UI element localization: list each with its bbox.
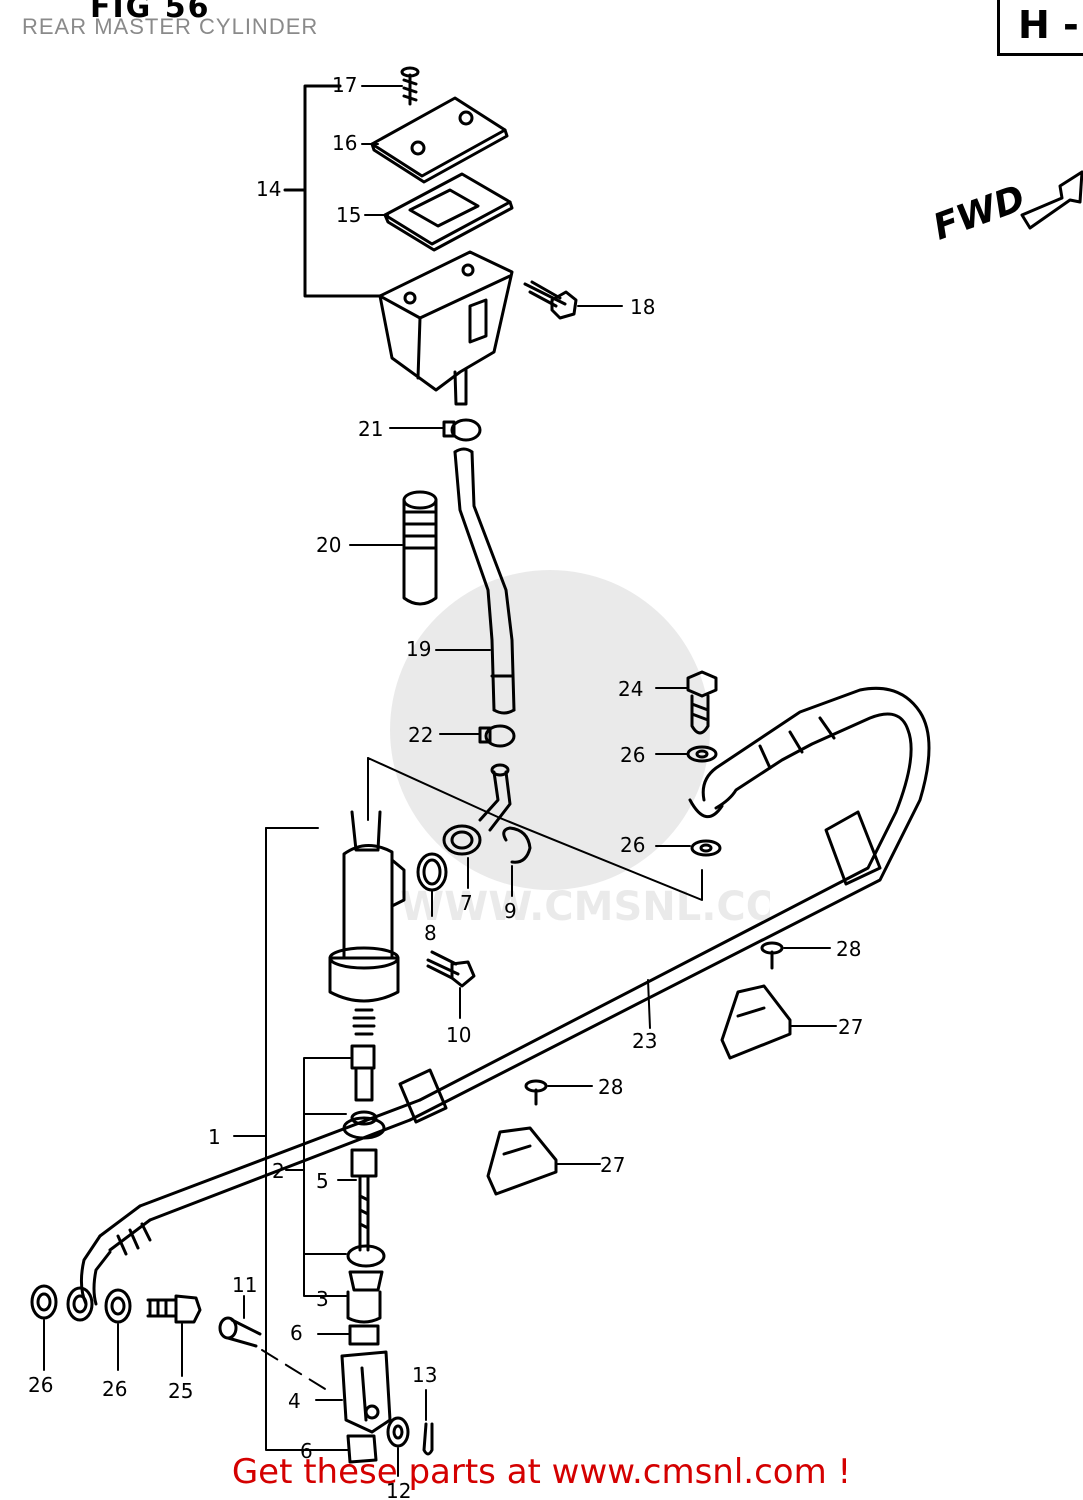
watermark-text: WWW.CMSNL.COM — [400, 884, 770, 930]
part-label-8: 8 — [424, 921, 437, 945]
part-label-3: 3 — [316, 1287, 329, 1311]
section-code-badge: H - — [997, 0, 1083, 56]
part-label-21: 21 — [358, 417, 383, 441]
reservoir-body-14 — [378, 250, 514, 406]
part-label-11: 11 — [232, 1273, 257, 1297]
cotter-pin-13 — [422, 1389, 434, 1456]
hose-clamp-27-upper — [720, 984, 837, 1060]
hose-clamp-21 — [389, 418, 482, 442]
washer-12 — [386, 1416, 410, 1477]
part-label-26-a: 26 — [620, 743, 645, 767]
part-label-16: 16 — [332, 131, 357, 155]
lock-nut-6-upper — [317, 1324, 380, 1346]
lock-nut-6-lower — [317, 1434, 378, 1464]
part-label-7: 7 — [460, 891, 473, 915]
part-number-labels: 17 16 14 15 18 21 20 19 24 22 26 26 7 8 … — [28, 73, 863, 1500]
washer-26-lower-right — [104, 1288, 132, 1371]
part-label-26-c: 26 — [28, 1373, 53, 1397]
screw-17 — [361, 66, 420, 106]
hose-clamp-27-lower — [486, 1126, 601, 1196]
part-label-5: 5 — [316, 1169, 329, 1193]
part-label-19: 19 — [406, 637, 431, 661]
part-label-2: 2 — [272, 1159, 285, 1183]
bolt-18 — [523, 280, 623, 320]
washer-26-mid — [655, 839, 722, 857]
washer-26-upper — [655, 745, 718, 763]
part-label-27-b: 27 — [600, 1153, 625, 1177]
push-rod-5 — [337, 1148, 378, 1252]
part-label-6-b: 6 — [300, 1439, 313, 1463]
watermark: WWW.CMSNL.COM — [330, 560, 820, 984]
part-label-28-a: 28 — [836, 937, 861, 961]
part-label-27-a: 27 — [838, 1015, 863, 1039]
footer-link[interactable]: Get these parts at www.cmsnl.com ! — [231, 1452, 852, 1492]
part-label-10: 10 — [446, 1023, 471, 1047]
part-label-23: 23 — [632, 1029, 657, 1053]
circlip-3 — [329, 1244, 386, 1324]
bracket-group-1 — [265, 827, 321, 1451]
reservoir-hose-19 — [435, 447, 516, 715]
part-label-1: 1 — [208, 1125, 221, 1149]
banjo-fitting — [66, 1286, 94, 1322]
hose-fitting-7 — [442, 763, 512, 889]
hose-clamp-22 — [439, 724, 516, 748]
cms-logo: WWW.CMSNL.COM — [390, 570, 820, 930]
union-bolt-24 — [655, 670, 718, 735]
part-label-25: 25 — [168, 1379, 193, 1403]
o-ring-8 — [416, 852, 448, 917]
part-label-14: 14 — [256, 177, 281, 201]
figure-number: FIG 56 — [90, 0, 211, 25]
part-label-26-d: 26 — [102, 1377, 127, 1401]
circlip-9 — [502, 826, 532, 897]
diaphragm-plate-15 — [364, 172, 514, 252]
fwd-arrow-icon — [1020, 170, 1083, 230]
union-bolt-25 — [146, 1294, 202, 1377]
brake-hose-23 — [79, 686, 931, 1306]
part-label-24: 24 — [618, 677, 643, 701]
part-label-26-b: 26 — [620, 833, 645, 857]
part-label-6-a: 6 — [290, 1321, 303, 1345]
bracket-group-2 — [303, 1057, 351, 1297]
screw-28-upper — [760, 941, 831, 970]
part-label-22: 22 — [408, 723, 433, 747]
piston-spring — [350, 1008, 376, 1102]
part-label-12: 12 — [386, 1479, 411, 1500]
bracket-group-14 — [303, 84, 382, 298]
page-title: REAR MASTER CYLINDER — [22, 14, 319, 39]
part-label-15: 15 — [336, 203, 361, 227]
master-cylinder-body — [265, 810, 406, 1003]
part-label-4: 4 — [288, 1389, 301, 1413]
part-label-18: 18 — [630, 295, 655, 319]
piston-cup — [342, 1110, 386, 1140]
clevis-pin-11 — [218, 1295, 331, 1393]
reservoir-cap-16 — [361, 96, 509, 184]
part-label-28-b: 28 — [598, 1075, 623, 1099]
part-label-9: 9 — [504, 899, 517, 923]
screw-28-lower — [524, 1079, 593, 1106]
spring-cover-20 — [349, 490, 438, 606]
clevis-4 — [315, 1350, 392, 1434]
bolt-10 — [426, 950, 476, 1019]
part-label-13: 13 — [412, 1363, 437, 1387]
part-label-20: 20 — [316, 533, 341, 557]
washer-26-lower-left — [30, 1284, 58, 1371]
part-label-17: 17 — [332, 73, 357, 97]
